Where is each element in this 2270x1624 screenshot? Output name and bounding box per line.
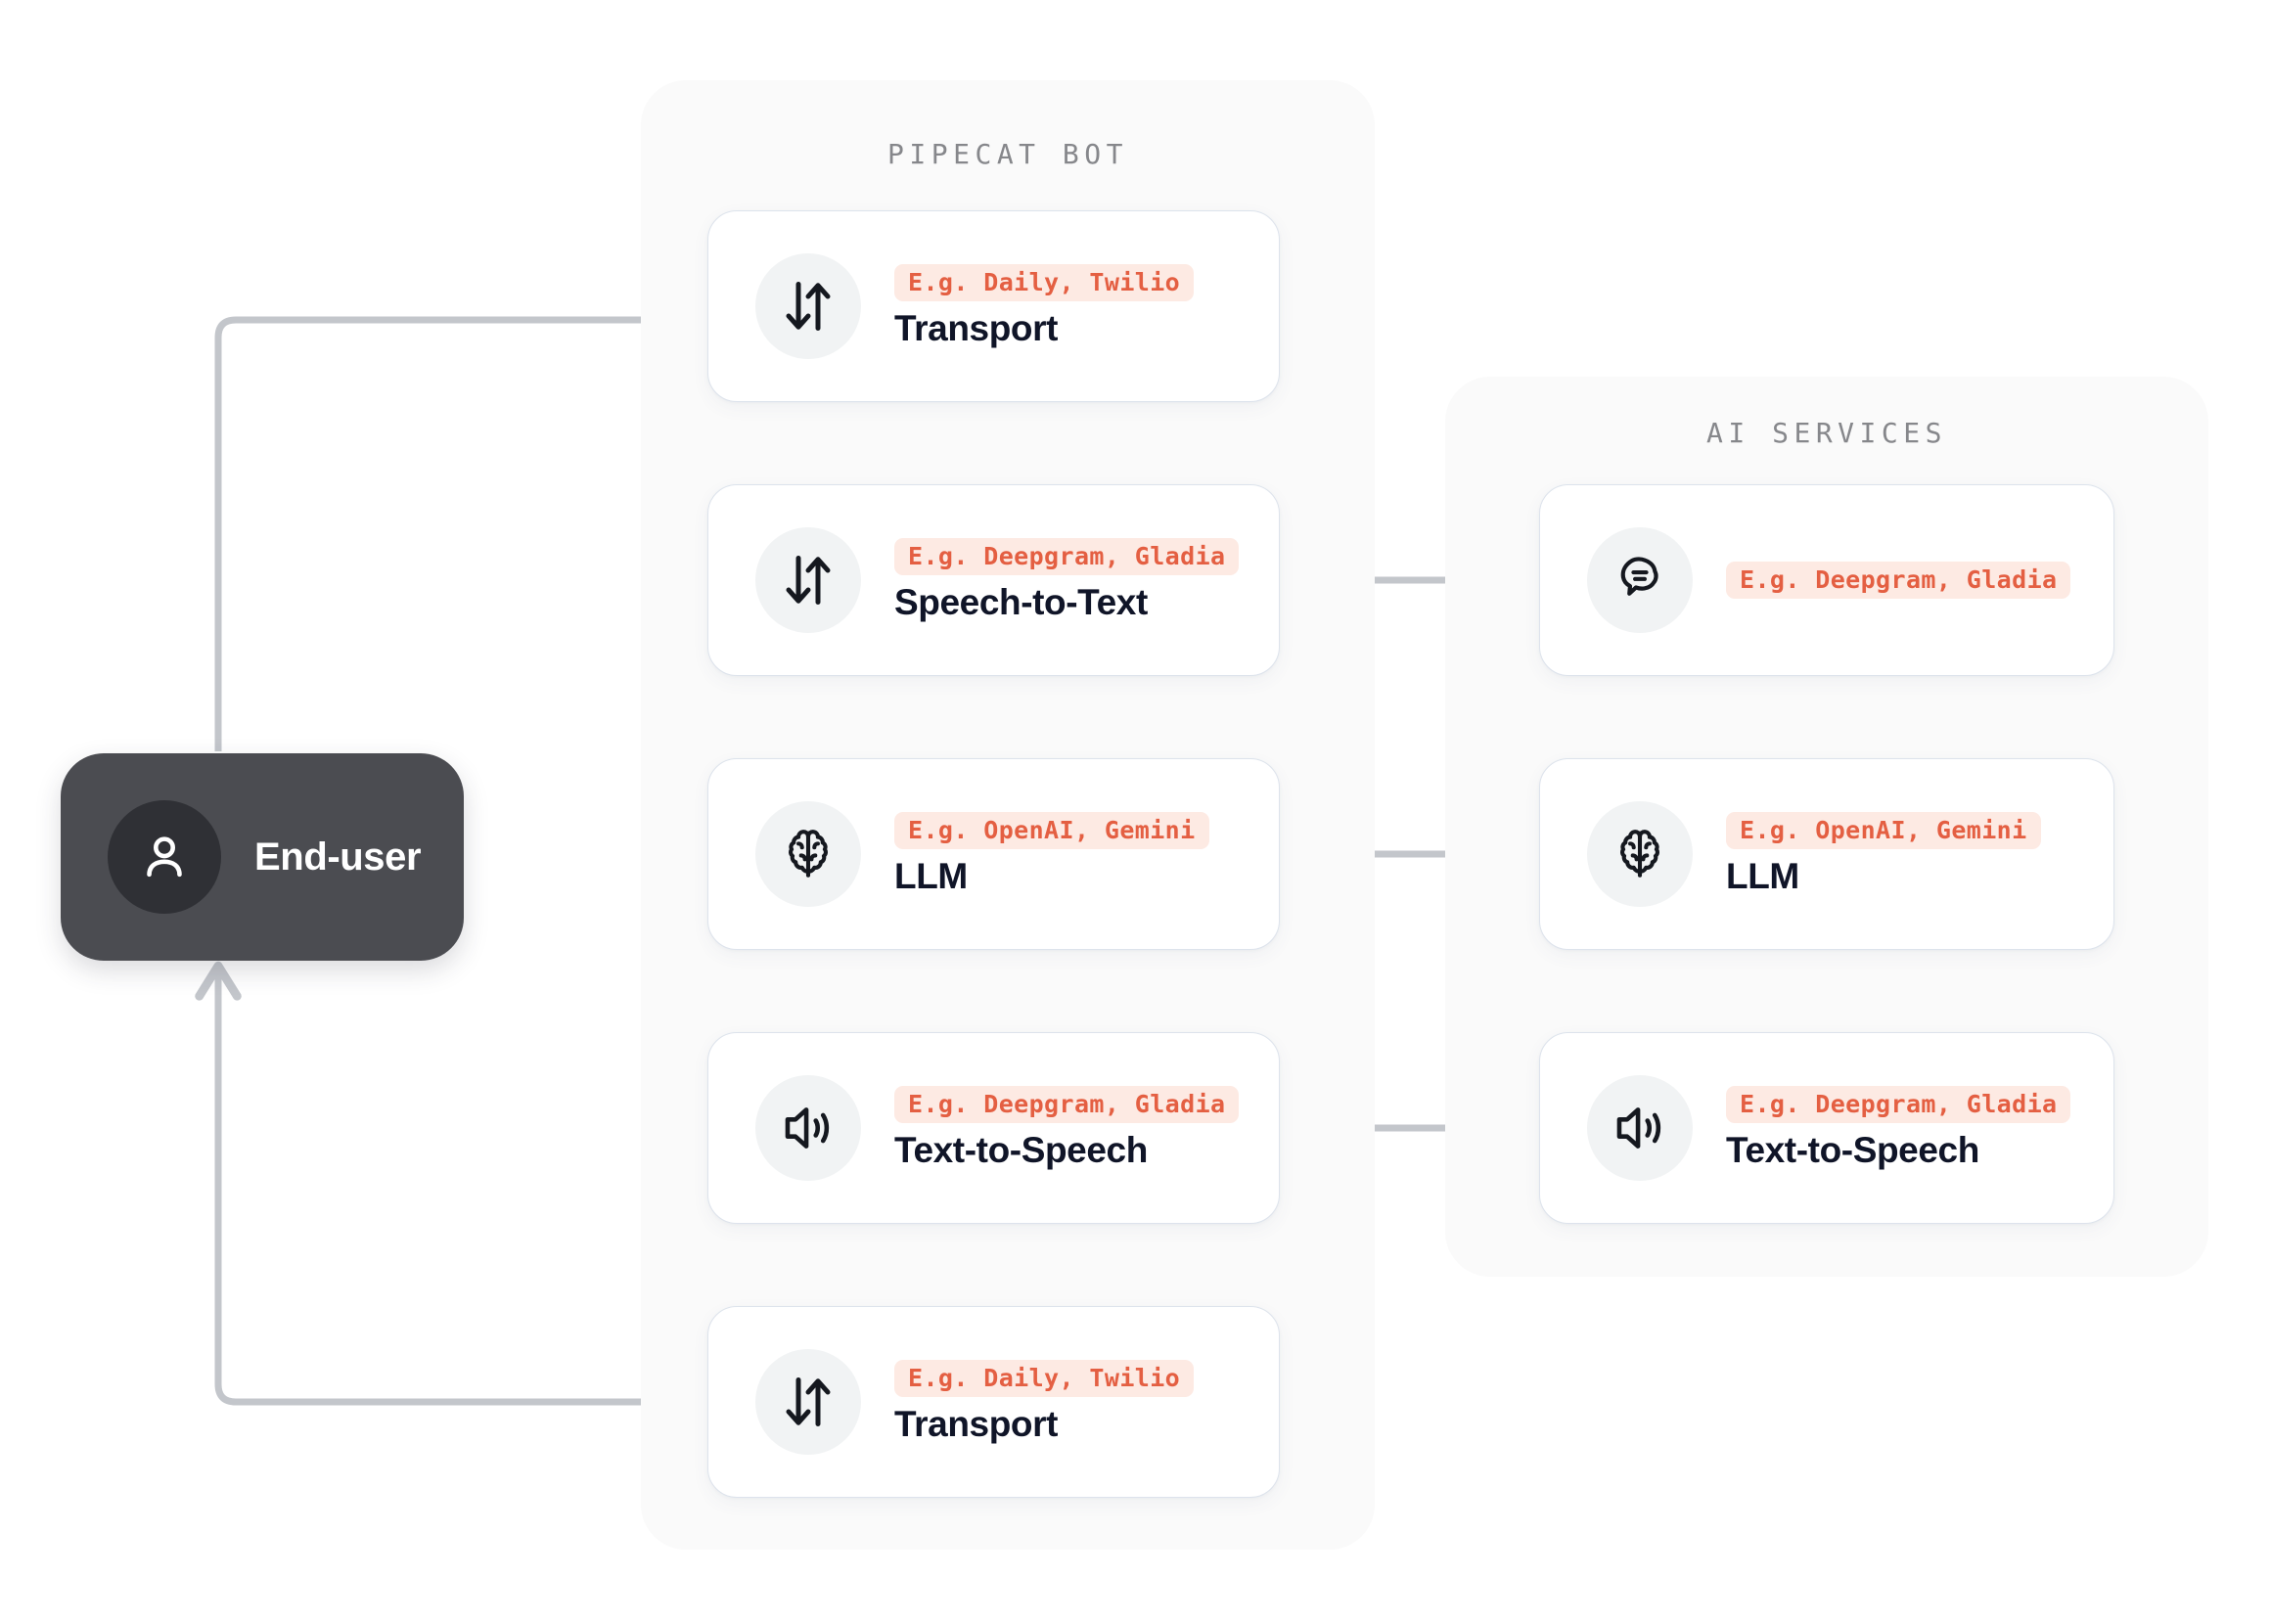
node-card-body: E.g. Deepgram, Gladia Text-to-Speech [1726, 1086, 2071, 1171]
speaker-icon [755, 1075, 861, 1181]
transfer-arrows-icon [755, 253, 861, 359]
node-card-body: E.g. OpenAI, Gemini LLM [1726, 812, 2041, 896]
node-card-transport-in[interactable]: E.g. Daily, Twilio Transport [707, 210, 1280, 402]
node-card-body: E.g. Daily, Twilio Transport [894, 264, 1195, 349]
example-badge: E.g. OpenAI, Gemini [894, 812, 1209, 850]
node-title: Text-to-Speech [1726, 1130, 1979, 1171]
person-icon [108, 800, 221, 914]
node-card-body: E.g. OpenAI, Gemini LLM [894, 812, 1209, 896]
connector-enduser-to-transport-in [214, 296, 691, 751]
node-card-end-user[interactable]: End-user [61, 753, 464, 961]
example-badge: E.g. Deepgram, Gladia [894, 538, 1240, 576]
node-card-ai-llm[interactable]: E.g. OpenAI, Gemini LLM [1539, 758, 2114, 950]
node-card-ai-speech-to-text[interactable]: E.g. Deepgram, Gladia [1539, 484, 2114, 676]
example-badge: E.g. Deepgram, Gladia [894, 1086, 1240, 1124]
node-title: Speech-to-Text [894, 582, 1148, 623]
node-title: LLM [894, 856, 968, 897]
node-title: LLM [1726, 856, 1799, 897]
node-card-llm[interactable]: E.g. OpenAI, Gemini LLM [707, 758, 1280, 950]
node-card-body: E.g. Deepgram, Gladia [1726, 562, 2071, 599]
example-badge: E.g. Daily, Twilio [894, 1360, 1195, 1398]
example-badge: E.g. Daily, Twilio [894, 264, 1195, 302]
group-title-pipecat-bot: PIPECAT BOT [887, 138, 1128, 170]
node-card-transport-out[interactable]: E.g. Daily, Twilio Transport [707, 1306, 1280, 1498]
node-title: Transport [894, 308, 1059, 349]
transfer-arrows-icon [755, 527, 861, 633]
node-card-body: E.g. Deepgram, Gladia Text-to-Speech [894, 1086, 1240, 1171]
node-card-text-to-speech[interactable]: E.g. Deepgram, Gladia Text-to-Speech [707, 1032, 1280, 1224]
example-badge: E.g. Deepgram, Gladia [1726, 1086, 2071, 1124]
node-card-body: E.g. Daily, Twilio Transport [894, 1360, 1195, 1445]
speech-bubble-icon [1587, 527, 1693, 633]
example-badge: E.g. OpenAI, Gemini [1726, 812, 2041, 850]
node-card-body: E.g. Deepgram, Gladia Speech-to-Text [894, 538, 1240, 623]
transfer-arrows-icon [755, 1349, 861, 1455]
node-title: Transport [894, 1404, 1059, 1445]
node-card-speech-to-text[interactable]: E.g. Deepgram, Gladia Speech-to-Text [707, 484, 1280, 676]
speaker-icon [1587, 1075, 1693, 1181]
end-user-label: End-user [254, 835, 422, 879]
connector-transport-out-to-enduser [195, 961, 704, 1406]
group-title-ai-services: AI SERVICES [1706, 417, 1947, 449]
brain-icon [755, 801, 861, 907]
brain-icon [1587, 801, 1693, 907]
node-title: Text-to-Speech [894, 1130, 1148, 1171]
example-badge: E.g. Deepgram, Gladia [1726, 562, 2071, 599]
node-card-ai-text-to-speech[interactable]: E.g. Deepgram, Gladia Text-to-Speech [1539, 1032, 2114, 1224]
